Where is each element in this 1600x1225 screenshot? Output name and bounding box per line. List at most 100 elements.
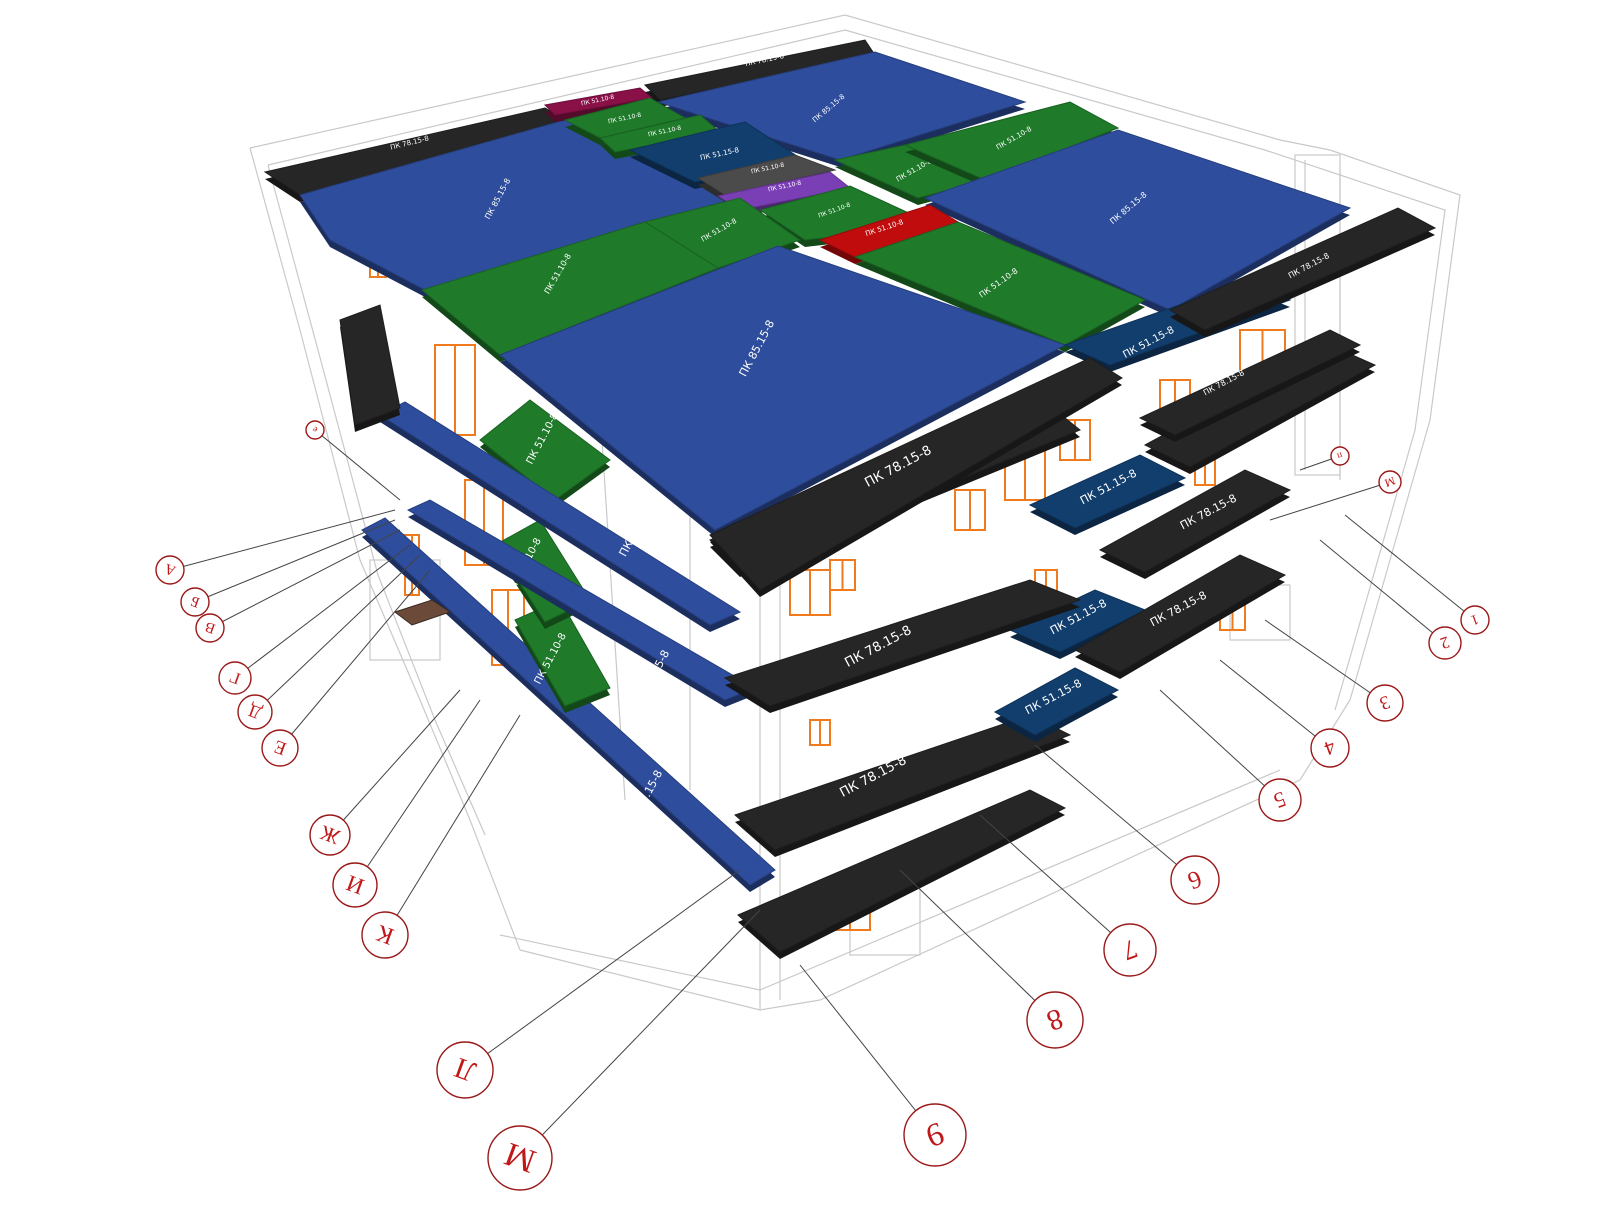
slab-top: [1073, 554, 1287, 673]
axis-bubble-letter: Д: [237, 554, 421, 730]
callout-leader: [1264, 619, 1386, 704]
slab-top: [1028, 454, 1187, 529]
axis-bubble-number: 6: [1034, 744, 1220, 905]
callout-leader: [234, 544, 411, 679]
axis-bubble-letter: И: [332, 699, 481, 908]
callout-leader: [1159, 689, 1281, 801]
wire-box-4: [1294, 154, 1341, 476]
callout-leader: [314, 429, 401, 501]
callout-label: М: [1383, 474, 1397, 489]
callout-leader: [464, 869, 741, 1071]
slab-top: [709, 357, 1123, 591]
callout-circle: [1378, 470, 1402, 494]
callout-circle: [361, 911, 409, 959]
wire-outer-right: [1279, 139, 1461, 781]
slab-blue: ПК 85.15-8: [923, 129, 1352, 317]
callout-circle: [180, 587, 210, 617]
slab-blue: ПК 85.15-8: [656, 51, 1027, 167]
slab-navy: ПК 51.15-8: [1028, 454, 1187, 535]
axis-bubble-letter: Ж: [309, 689, 461, 856]
axis-bubble-number: 9: [799, 964, 967, 1167]
callout-leader: [194, 519, 396, 603]
slab-green: ПК 51.10-8: [420, 221, 720, 362]
callout-circle: [195, 613, 225, 643]
callout-circle: [903, 1103, 967, 1167]
callout-leader: [899, 869, 1056, 1021]
slab-top: [656, 51, 1027, 161]
axis-bubble-number: 7: [979, 814, 1157, 977]
wire-inner-right: [1264, 149, 1446, 711]
callout-leader: [1034, 744, 1196, 881]
axis-bubble-number: 2: [1319, 539, 1462, 660]
slab-gray: ПК 51.10-8: [696, 154, 837, 202]
slab-black: ПК 78.15-8: [1098, 469, 1292, 579]
callout-circle: [1366, 684, 1404, 722]
axis-bubble-letter: А: [155, 509, 396, 585]
axis-bubble-letter: К: [361, 714, 521, 959]
callout-leader: [279, 569, 431, 749]
callout-leader: [209, 529, 401, 629]
slab-green: ПК 51.10-8: [903, 101, 1120, 187]
slab-top: [923, 129, 1352, 311]
slab-green: ПК 51.10-8: [514, 599, 611, 713]
callout-leader: [519, 909, 761, 1159]
callout-leader: [384, 714, 521, 936]
slab-navy: ПК 51.15-8: [993, 667, 1120, 742]
axis-bubble-letter: Б: [180, 519, 396, 617]
callout-circle: [261, 729, 299, 767]
callout-circle: [436, 1041, 494, 1099]
axis-bubble-number: 8: [899, 869, 1084, 1049]
callout-label: е: [312, 424, 319, 435]
callout-leader: [1269, 481, 1391, 521]
axis-bubble-number: 4: [1219, 659, 1350, 768]
callout-circle: [155, 555, 185, 585]
callout-circle: [1026, 991, 1084, 1049]
slab-green: ПК 51.10-8: [853, 221, 1147, 352]
axis-bubble-number: 3: [1264, 619, 1404, 722]
slab-red: ПК 51.10-8: [818, 204, 960, 264]
callout-leader: [254, 554, 421, 713]
slab-top: [734, 714, 1072, 851]
slab-blue: ПК 85.15-8: [499, 245, 1067, 537]
slab-top: [339, 304, 401, 426]
wire-bottom: [519, 779, 1301, 1011]
callout-leader: [1344, 514, 1476, 621]
slab-top: [1098, 469, 1292, 573]
slab-black: [339, 304, 401, 432]
callout-circle: [1460, 605, 1490, 635]
axis-bubble-letter: Г: [218, 544, 411, 695]
slab-top: [420, 221, 720, 356]
axis-bubble-letter: Е: [261, 569, 431, 767]
callout-circle: [1103, 923, 1157, 977]
callout-circle: [1428, 626, 1462, 660]
wire-outer-top: [249, 14, 1281, 149]
slab-black: ПК 78.15-8: [1168, 207, 1437, 337]
slab-top: [723, 579, 1082, 707]
slab-green: ПК 51.10-8: [563, 97, 687, 145]
axis-bubble-letter: Л: [436, 869, 741, 1099]
axis-bubble-number: 5: [1159, 689, 1302, 822]
callout-circle: [309, 814, 351, 856]
slab-top: [853, 221, 1147, 346]
wire-inner-left: [267, 164, 486, 836]
callout-circle: [332, 862, 378, 908]
callout-label: п: [1336, 449, 1344, 460]
brick-block: [393, 599, 452, 626]
wire-inner-top: [267, 29, 1266, 166]
slab-top: [696, 154, 837, 196]
wire-outer-left: [249, 147, 521, 951]
callout-leader: [169, 509, 396, 571]
callout-circle: [218, 661, 252, 695]
axis-bubble-small: п: [1299, 446, 1350, 471]
callout-leader: [799, 964, 936, 1136]
slab-black: ПК 78.15-8: [709, 357, 1123, 597]
callout-leader: [329, 689, 461, 836]
callout-leader: [1319, 539, 1446, 644]
slab-black: ПК 78.15-8: [1073, 554, 1287, 679]
slab-top: [1138, 329, 1362, 436]
callout-circle: [305, 420, 325, 440]
slab-top: [543, 87, 654, 116]
